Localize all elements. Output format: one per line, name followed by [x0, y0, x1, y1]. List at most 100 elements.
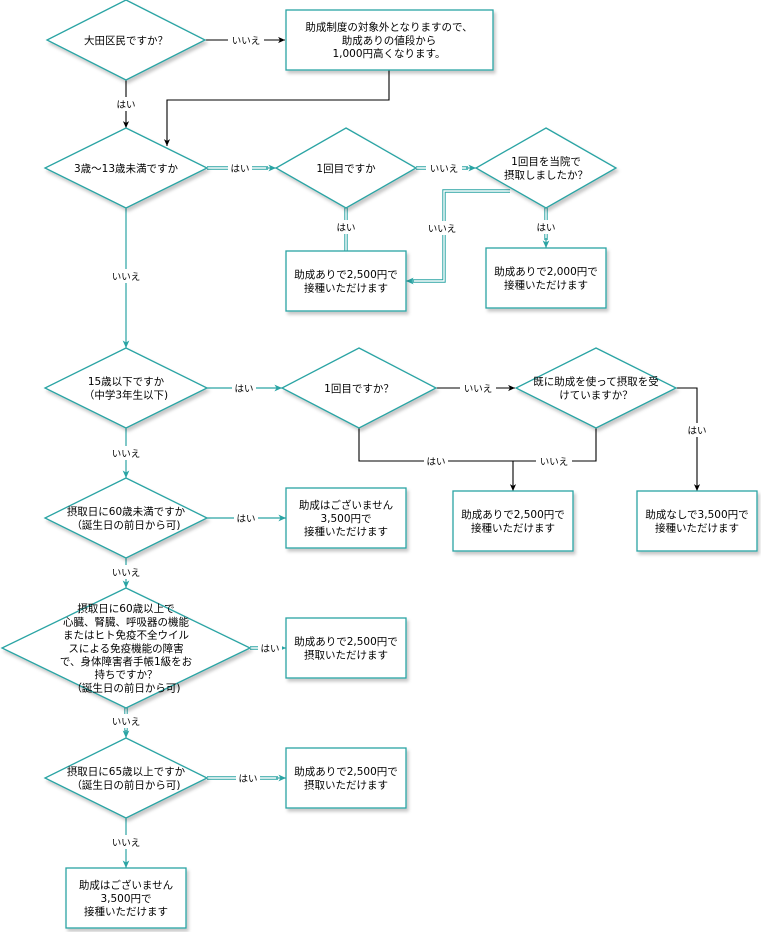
- node-text-line: 15歳以下ですか: [88, 376, 165, 388]
- edge-label-age-no: いいえ: [108, 269, 144, 283]
- node-text-line: 助成はございません: [79, 879, 173, 892]
- node-text-line: 摂取日に65歳以上ですか: [67, 765, 186, 778]
- node-text-line: 1回目を当院で: [511, 155, 581, 168]
- decision-under-15: 15歳以下ですか（中学3年生以下): [43, 347, 209, 429]
- edge-label-ota-no: いいえ: [228, 33, 264, 47]
- decision-age-3-13: 3歳〜13歳未満ですか: [43, 127, 209, 209]
- edge-label-first1-yes: はい: [334, 220, 358, 234]
- svg-text:助成ありで2,500円で接種いただけます: 助成ありで2,500円で接種いただけます: [294, 268, 398, 294]
- svg-text:3歳〜13歳未満ですか: 3歳〜13歳未満ですか: [74, 163, 179, 175]
- node-text-line: けていますか？: [559, 389, 633, 401]
- svg-text:摂取日に60歳未満ですか（誕生日の前日から可): 摂取日に60歳未満ですか（誕生日の前日から可): [67, 505, 186, 531]
- svg-text:いいえ: いいえ: [540, 457, 569, 468]
- node-text-line: スによる免疫機能の障害: [68, 642, 183, 655]
- result-3500-no-aid-teen: 助成なしで3,500円で接種いただけます: [636, 490, 758, 552]
- edge-label-u15-yes: はい: [232, 381, 256, 395]
- edge-label-used-no: いいえ: [536, 454, 572, 468]
- svg-text:いいえ: いいえ: [232, 36, 261, 47]
- svg-text:はい: はい: [238, 774, 257, 785]
- node-text-line: 心臓、腎臓、呼吸器の機能: [63, 615, 189, 628]
- svg-text:いいえ: いいえ: [112, 717, 141, 728]
- svg-text:1回目を当院で摂取しましたか？: 1回目を当院で摂取しましたか？: [504, 155, 588, 181]
- svg-text:15歳以下ですか（中学3年生以下): 15歳以下ですか（中学3年生以下): [84, 376, 168, 401]
- node-text-line: 助成ありで2,500円で: [294, 635, 398, 648]
- svg-text:いいえ: いいえ: [428, 224, 457, 235]
- svg-text:摂取日に65歳以上ですか（誕生日の前日から可): 摂取日に65歳以上ですか（誕生日の前日から可): [67, 765, 186, 791]
- node-text-line: 助成ありで2,500円で: [294, 765, 398, 778]
- decision-under-60: 摂取日に60歳未満ですか（誕生日の前日から可): [43, 477, 209, 559]
- svg-text:1回目ですか: 1回目ですか: [316, 163, 376, 175]
- edge-label-u60-yes: はい: [234, 511, 258, 525]
- decision-65-or-older: 摂取日に65歳以上ですか（誕生日の前日から可): [43, 737, 209, 819]
- node-text-line: 助成ありの値段から: [342, 34, 437, 47]
- decision-60-disability: 摂取日に60歳以上で心臓、腎臓、呼吸器の機能またはヒト免疫不全ウイルスによる免疫…: [0, 587, 252, 709]
- edge-label-used-yes: はい: [685, 423, 709, 437]
- svg-text:はい: はい: [116, 100, 135, 111]
- node-text-line: で、身体障害者手帳1級をお: [60, 655, 192, 668]
- node-text-line: 接種いただけます: [304, 525, 388, 538]
- edge-label-first2-no: いいえ: [460, 381, 496, 395]
- svg-text:助成ありで2,500円で摂取いただけます: 助成ありで2,500円で摂取いただけます: [294, 765, 398, 791]
- node-text-line: 持ちですか？: [95, 668, 158, 681]
- edge-label-ota-yes: はい: [114, 97, 138, 111]
- svg-text:いいえ: いいえ: [112, 838, 141, 849]
- node-text-line: 3,500円で: [320, 513, 371, 525]
- svg-text:いいえ: いいえ: [112, 568, 141, 579]
- node-text-line: 摂取日に60歳以上で: [77, 602, 174, 615]
- node-text-line: 接種いただけます: [504, 278, 588, 291]
- svg-text:いいえ: いいえ: [112, 449, 141, 460]
- node-text-line: 接種いただけます: [655, 521, 739, 534]
- node-text-line: 摂取いただけます: [304, 778, 388, 791]
- edge-label-u60-no: いいえ: [108, 565, 144, 579]
- node-text-line: 助成なしで3,500円で: [645, 508, 748, 521]
- edge-label-dis-no: いいえ: [108, 714, 144, 728]
- svg-text:助成なしで3,500円で接種いただけます: 助成なしで3,500円で接種いただけます: [645, 508, 748, 534]
- node-text-line: 摂取日に60歳未満ですか: [67, 505, 186, 518]
- node-text-line: 1回目ですか？: [324, 383, 394, 395]
- svg-text:いいえ: いいえ: [112, 272, 141, 283]
- result-2500-disability: 助成ありで2,500円で摂取いただけます: [285, 617, 407, 679]
- svg-text:助成ありで2,500円で摂取いただけます: 助成ありで2,500円で摂取いただけます: [294, 635, 398, 661]
- decision-already-used-aid: 既に助成を使って摂取を受けていますか？: [514, 347, 678, 429]
- svg-text:はい: はい: [687, 426, 706, 437]
- node-text-line: （中学3年生以下): [84, 388, 168, 401]
- svg-text:いいえ: いいえ: [464, 384, 493, 395]
- node-text-line: 大田区民ですか？: [84, 34, 168, 47]
- node-text-line: 接種いただけます: [84, 905, 168, 918]
- edge-used-yes: [676, 387, 701, 491]
- svg-text:はい: はい: [536, 223, 555, 234]
- svg-text:大田区民ですか？: 大田区民ですか？: [84, 34, 168, 47]
- edge-label-u15-no: いいえ: [108, 446, 144, 460]
- node-text-line: 助成ありで2,500円で: [461, 508, 565, 521]
- svg-text:助成ありで2,500円で接種いただけます: 助成ありで2,500円で接種いただけます: [461, 508, 565, 534]
- svg-text:はい: はい: [234, 384, 253, 395]
- edge-outside-to-age: [163, 70, 390, 146]
- decision-first-dose-at-hospital: 1回目を当院で摂取しましたか？: [474, 127, 618, 209]
- node-text-line: 接種いただけます: [471, 521, 555, 534]
- svg-text:いいえ: いいえ: [430, 164, 459, 175]
- node-text-line: 助成ありで2,000円で: [494, 265, 598, 278]
- decision-ota-resident: 大田区民ですか？: [45, 0, 207, 81]
- edge-label-q65-no: いいえ: [108, 835, 144, 849]
- edge-label-first2-yes: はい: [424, 454, 448, 468]
- node-text-line: 助成制度の対象外となりますので、: [305, 21, 472, 34]
- svg-text:助成ありで2,000円で接種いただけます: 助成ありで2,000円で接種いただけます: [494, 265, 598, 291]
- svg-text:はい: はい: [260, 644, 279, 655]
- svg-text:摂取日に60歳以上で心臓、腎臓、呼吸器の機能またはヒト免疫不: 摂取日に60歳以上で心臓、腎臓、呼吸器の機能またはヒト免疫不全ウイルスによる免疫…: [60, 602, 192, 694]
- node-text-line: （誕生日の前日から可): [71, 518, 180, 531]
- edge-label-dis-yes: はい: [258, 641, 282, 655]
- node-text-line: 既に助成を使って摂取を受: [533, 375, 658, 388]
- svg-text:既に助成を使って摂取を受けていますか？: 既に助成を使って摂取を受けていますか？: [533, 375, 658, 401]
- node-text-line: 1,000円高くなります。: [332, 47, 445, 60]
- edge-label-hospital-yes: はい: [534, 220, 558, 234]
- node-text-line: （誕生日の前日から可): [71, 778, 180, 791]
- decision-first-dose-1: 1回目ですか: [274, 127, 418, 209]
- svg-text:はい: はい: [426, 457, 445, 468]
- edge-label-hospital-no: いいえ: [424, 221, 460, 235]
- node-text-line: 摂取いただけます: [304, 648, 388, 661]
